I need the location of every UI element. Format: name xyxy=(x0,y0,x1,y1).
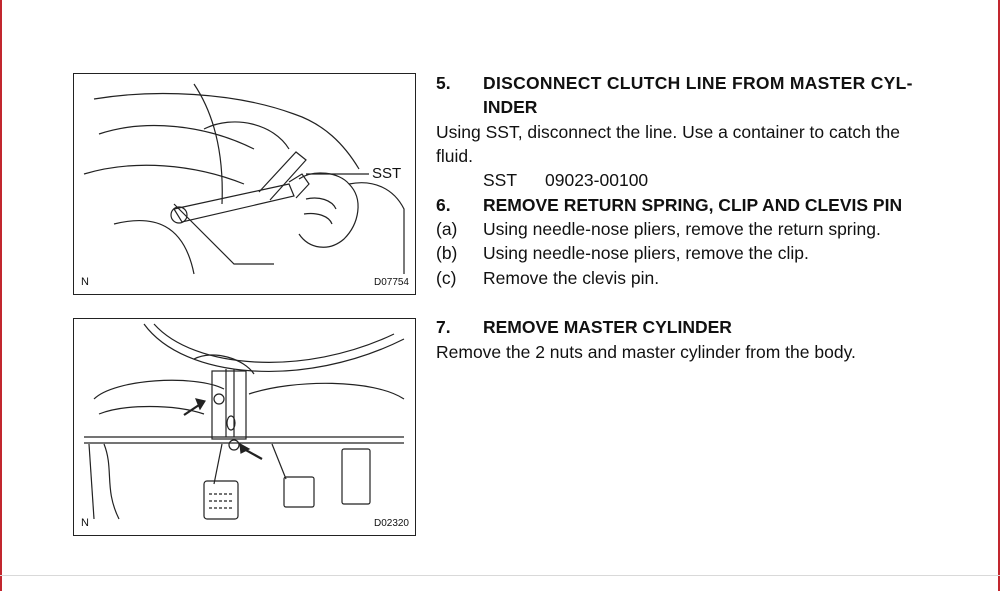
step5-text-line2: fluid. xyxy=(436,146,473,166)
clutch-line-illustration xyxy=(83,83,405,275)
figure-orientation-label: N xyxy=(81,276,89,288)
bottom-divider xyxy=(0,575,1000,576)
step6-item-c-text: Remove the clevis pin. xyxy=(483,268,660,288)
step7-text: Remove the 2 nuts and master cylinder fr… xyxy=(436,342,856,362)
step5-title-line1: DISCONNECT CLUTCH LINE FROM MASTER CYL- xyxy=(483,73,913,93)
step6-item-c-marker: (c) xyxy=(436,268,457,288)
step6-title: REMOVE RETURN SPRING, CLIP AND CLEVIS PI… xyxy=(483,195,903,215)
sst-number: 09023-00100 xyxy=(545,170,649,190)
step5-title-line2: INDER xyxy=(483,97,538,117)
figure-orientation-label: N xyxy=(81,517,89,529)
figure-master-cylinder-nuts: N D02320 xyxy=(73,318,416,536)
step6-number: 6. xyxy=(436,195,451,215)
step5-number: 5. xyxy=(436,73,451,93)
step7-title: REMOVE MASTER CYLINDER xyxy=(483,317,732,337)
step6-item-b-text: Using needle-nose pliers, remove the cli… xyxy=(483,243,809,263)
right-border xyxy=(998,0,1000,591)
left-border xyxy=(0,0,2,591)
figure-disconnect-clutch-line: SST N D07754 xyxy=(73,73,416,295)
figure-code: D07754 xyxy=(373,277,409,288)
step6-item-b-marker: (b) xyxy=(436,243,458,263)
step5-text-line1: Using SST, disconnect the line. Use a co… xyxy=(436,122,901,142)
step7-number: 7. xyxy=(436,317,451,337)
master-cylinder-illustration xyxy=(84,323,405,520)
step6-item-a-text: Using needle-nose pliers, remove the ret… xyxy=(483,219,881,239)
sst-callout-label: SST xyxy=(372,165,402,182)
sst-label: SST xyxy=(483,170,518,190)
figure-code: D02320 xyxy=(373,518,409,529)
step6-item-a-marker: (a) xyxy=(436,219,458,239)
